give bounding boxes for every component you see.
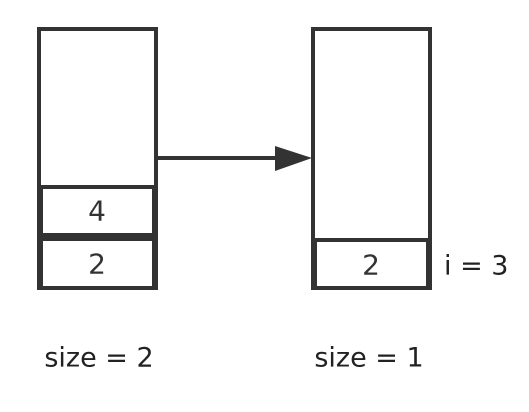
left-stack-cell-bottom: [39, 237, 156, 290]
transfer-arrow-head: [275, 146, 312, 171]
transfer-arrow: [156, 146, 312, 171]
right-stack-cell-top-value: 2: [362, 249, 380, 282]
right-stack-caption: size = 1: [314, 343, 423, 374]
right-stack: 2: [311, 27, 432, 290]
left-stack: 4 2: [37, 27, 158, 290]
left-stack-cell-bottom-value: 2: [88, 248, 106, 281]
right-stack-index-label: i = 3: [444, 251, 508, 282]
right-stack-cell-top: [313, 238, 430, 290]
left-stack-caption: size = 2: [44, 343, 153, 374]
left-stack-cell-top-value: 4: [88, 195, 106, 228]
left-stack-cell-top: [39, 185, 156, 237]
